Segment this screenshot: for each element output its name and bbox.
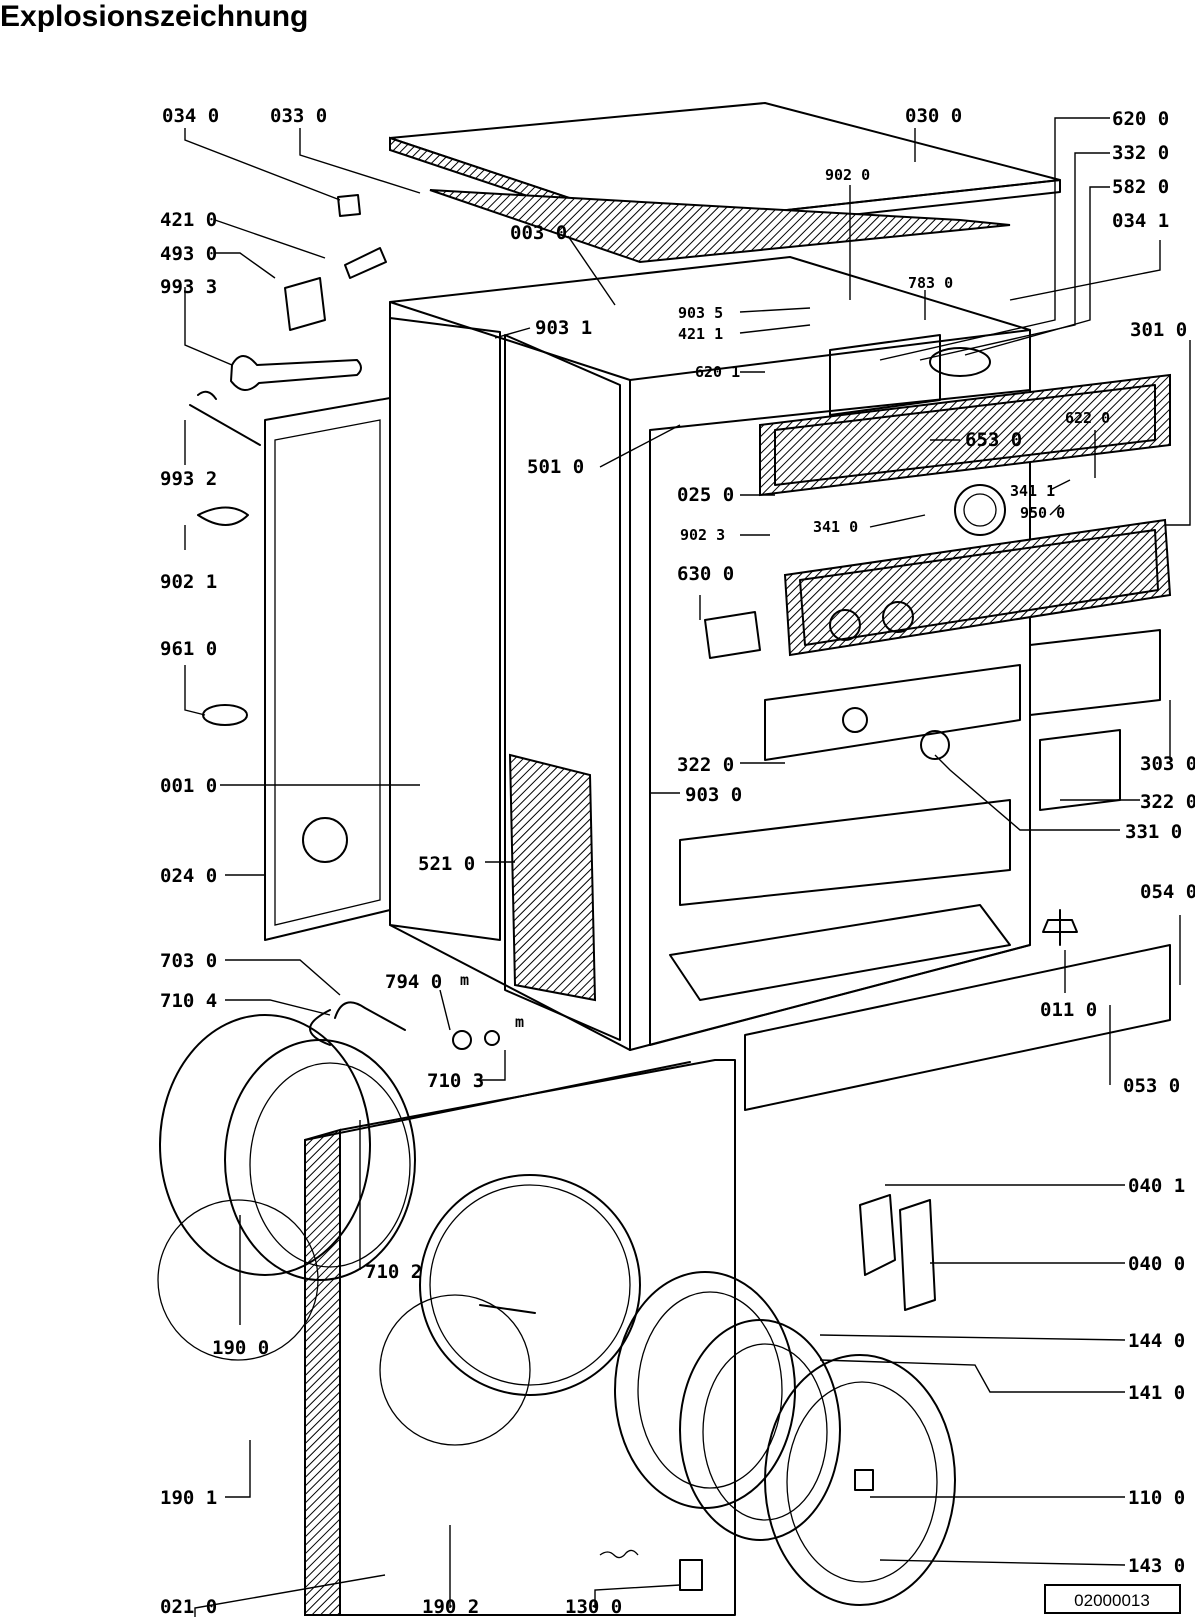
label-141-0: 141 0 xyxy=(1128,1382,1185,1404)
door-hinge-110 xyxy=(854,1469,874,1491)
leader-lines xyxy=(184,117,1191,1617)
front-panel-edge xyxy=(304,1128,341,1616)
document-number: 02000013 xyxy=(1074,1591,1150,1610)
bracket-034 xyxy=(337,194,361,217)
label-902-3: 902 3 xyxy=(680,526,725,544)
label-341-1: 341 1 xyxy=(1010,482,1055,500)
door-outer-ring-143 xyxy=(764,1354,956,1606)
side-insulation xyxy=(508,753,597,1002)
label-301-0: 301 0 xyxy=(1130,319,1187,341)
label-053-0: 053 0 xyxy=(1123,1075,1180,1097)
label-622-0: 622 0 xyxy=(1065,409,1110,427)
label-794-0: 794 0 xyxy=(385,971,442,993)
label-130-0: 130 0 xyxy=(565,1596,622,1617)
label-902-0: 902 0 xyxy=(825,166,870,184)
back-panel xyxy=(264,397,391,941)
label-501-0: 501 0 xyxy=(527,456,584,478)
label-322-0-plate: 322 0 xyxy=(1140,791,1195,813)
label-620-1: 620 1 xyxy=(695,363,740,381)
program-knob xyxy=(920,730,950,760)
label-332-0: 332 0 xyxy=(1112,142,1169,164)
part-labels: 034 0 033 0 030 0 902 0 620 0 332 0 582 … xyxy=(160,105,1195,1617)
detergent-drawer xyxy=(1029,629,1161,716)
label-950-0: 950 0 xyxy=(1020,504,1065,522)
label-421-0: 421 0 xyxy=(160,209,217,231)
door-handle xyxy=(899,1199,936,1311)
label-630-0: 630 0 xyxy=(677,563,734,585)
label-582-0: 582 0 xyxy=(1112,176,1169,198)
label-794-0-m: m xyxy=(460,971,469,989)
base-plate-053 xyxy=(744,944,1171,1111)
label-322-0-front: 322 0 xyxy=(677,754,734,776)
boot-clamp-ring xyxy=(157,1199,319,1361)
control-panel-rear xyxy=(759,373,1171,497)
label-054-0: 054 0 xyxy=(1140,881,1195,903)
label-493-0: 493 0 xyxy=(160,243,217,265)
label-331-0: 331 0 xyxy=(1125,821,1182,843)
label-620-0: 620 0 xyxy=(1112,108,1169,130)
label-303-0: 303 0 xyxy=(1140,753,1195,775)
fascia-panel xyxy=(783,518,1172,657)
label-003-0: 003 0 xyxy=(510,222,567,244)
label-110-0: 110 0 xyxy=(1128,1487,1185,1509)
label-961-0: 961 0 xyxy=(160,638,217,660)
hose-clamp-993 xyxy=(189,390,261,446)
filter-ring-961 xyxy=(202,704,248,726)
label-030-0: 030 0 xyxy=(905,105,962,127)
label-341-0: 341 0 xyxy=(813,518,858,536)
rating-plate xyxy=(1039,729,1121,811)
door-catch-130 xyxy=(679,1559,703,1591)
label-034-1: 034 1 xyxy=(1112,210,1169,232)
label-190-2: 190 2 xyxy=(422,1596,479,1617)
parts-drawing xyxy=(157,102,1172,1616)
label-710-2: 710 2 xyxy=(365,1261,422,1283)
label-190-1: 190 1 xyxy=(160,1487,217,1509)
label-190-0: 190 0 xyxy=(212,1337,269,1359)
spring-clip xyxy=(197,506,249,526)
label-144-0: 144 0 xyxy=(1128,1330,1185,1352)
door-lock-630 xyxy=(704,611,761,659)
label-783-0: 783 0 xyxy=(908,274,953,292)
label-703-0: 703 0 xyxy=(160,950,217,972)
program-panel xyxy=(764,664,1021,761)
label-021-0: 021 0 xyxy=(160,1596,217,1617)
label-710-3: 710 3 xyxy=(427,1070,484,1092)
label-024-0: 024 0 xyxy=(160,865,217,887)
side-panel xyxy=(389,317,501,941)
label-040-0: 040 0 xyxy=(1128,1253,1185,1275)
drafter-signature xyxy=(599,1549,639,1559)
capacitor xyxy=(344,247,387,279)
label-011-0: 011 0 xyxy=(1040,999,1097,1021)
label-993-3: 993 3 xyxy=(160,276,217,298)
label-034-0: 034 0 xyxy=(162,105,219,127)
label-001-0: 001 0 xyxy=(160,775,217,797)
hose-703 xyxy=(334,1001,406,1031)
boot-spring-ring xyxy=(379,1294,531,1446)
label-025-0: 025 0 xyxy=(677,484,734,506)
wrench-tool xyxy=(230,355,362,391)
door-boot xyxy=(159,1014,371,1276)
label-521-0: 521 0 xyxy=(418,853,475,875)
label-143-0: 143 0 xyxy=(1128,1555,1185,1577)
door-handle-frame xyxy=(859,1194,896,1276)
label-040-1: 040 1 xyxy=(1128,1175,1185,1197)
label-653-0: 653 0 xyxy=(965,429,1022,451)
label-903-1: 903 1 xyxy=(535,317,592,339)
door-opening xyxy=(419,1174,641,1396)
door-ring-144 xyxy=(614,1271,796,1509)
label-903-0: 903 0 xyxy=(685,784,742,806)
document-number-box: 02000013 xyxy=(1044,1584,1181,1614)
label-903-5: 903 5 xyxy=(678,304,723,322)
front-panel xyxy=(339,1059,736,1616)
label-902-1: 902 1 xyxy=(160,571,217,593)
door-glass-141 xyxy=(679,1319,841,1541)
label-033-0: 033 0 xyxy=(270,105,327,127)
label-993-2: 993 2 xyxy=(160,468,217,490)
label-421-1: 421 1 xyxy=(678,325,723,343)
label-710-4: 710 4 xyxy=(160,990,217,1012)
label-710-3-m: m xyxy=(515,1013,524,1031)
diagram-title: Explosionszeichnung xyxy=(0,0,309,33)
filter-493 xyxy=(284,277,326,331)
